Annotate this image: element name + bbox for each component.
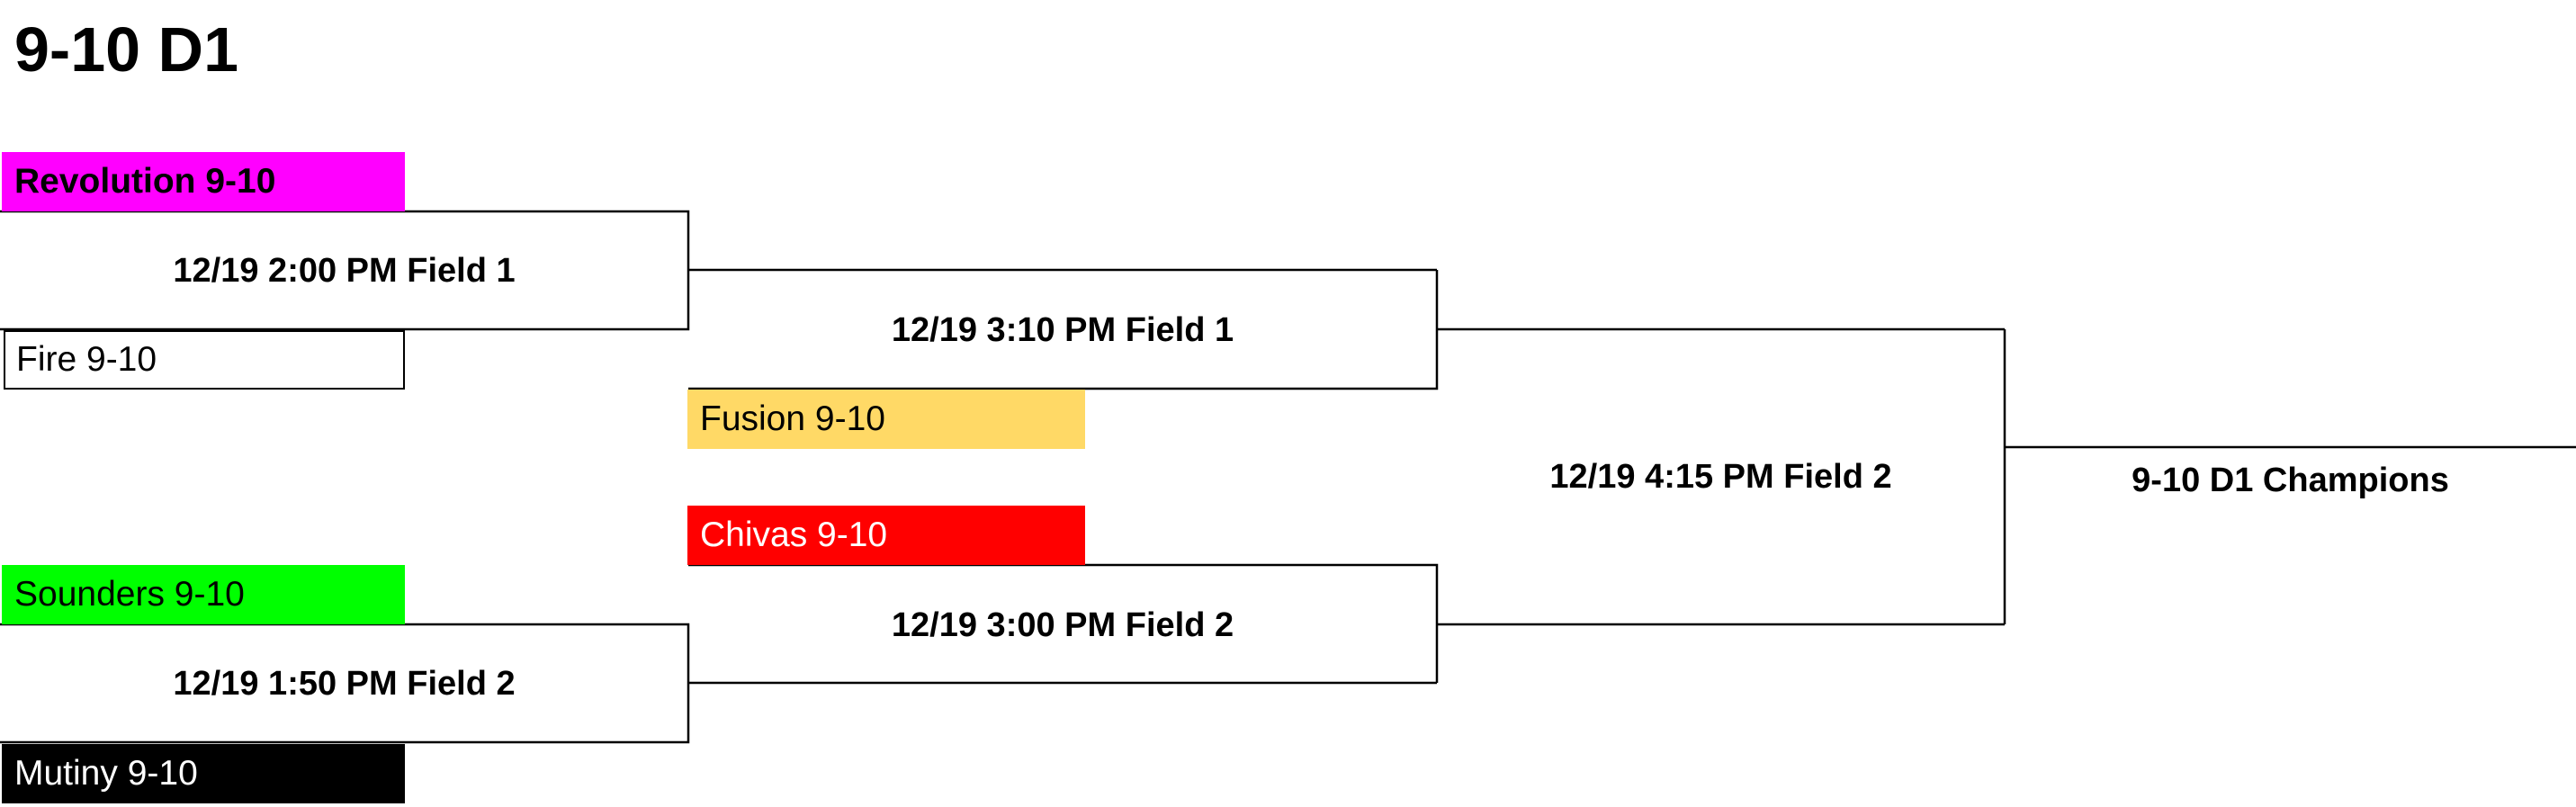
champion-label: 9-10 D1 Champions [2132, 462, 2449, 499]
game-r2-1: 12/19 3:10 PM Field 1 [891, 311, 1234, 349]
team-fire: Fire 9-10 [4, 330, 405, 390]
r2-game2-connector [688, 563, 1439, 683]
team-chivas: Chivas 9-10 [687, 506, 1085, 565]
team-mutiny: Mutiny 9-10 [2, 744, 405, 803]
team-sounders: Sounders 9-10 [2, 565, 405, 624]
game-final: 12/19 4:15 PM Field 2 [1549, 458, 1892, 496]
r2-game1-connector [688, 270, 1439, 390]
game-r1-1: 12/19 2:00 PM Field 1 [173, 252, 516, 290]
game-r1-2: 12/19 1:50 PM Field 2 [173, 665, 516, 703]
game-r2-2: 12/19 3:00 PM Field 2 [891, 606, 1234, 644]
team-revolution: Revolution 9-10 [2, 152, 405, 211]
bracket-title: 9-10 D1 [14, 14, 239, 85]
team-fusion: Fusion 9-10 [687, 390, 1085, 449]
